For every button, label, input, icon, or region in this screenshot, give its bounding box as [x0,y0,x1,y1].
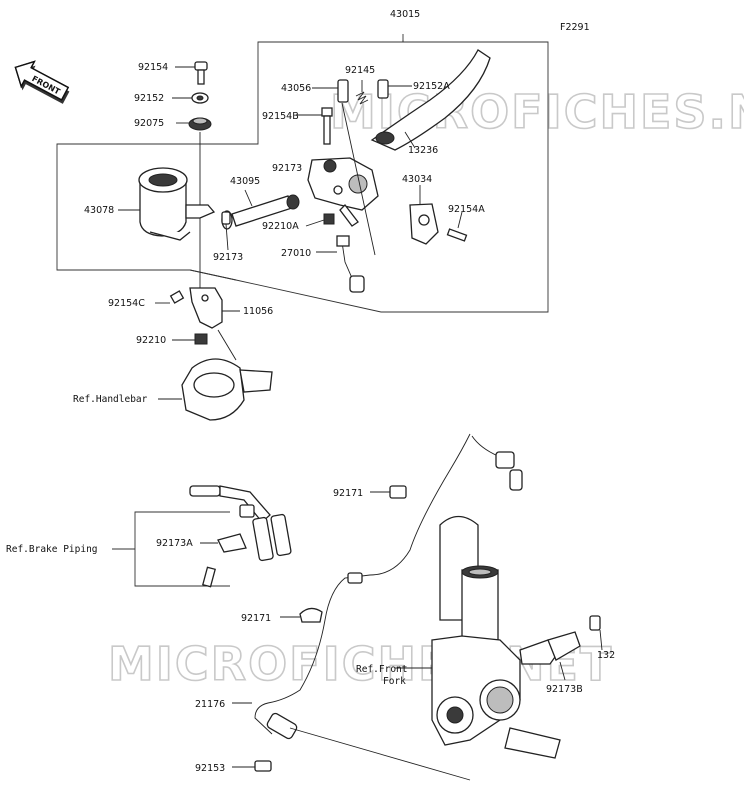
label-21176: 21176 [195,699,225,710]
bracket-11056 [189,287,240,329]
label-11056: 11056 [243,306,273,317]
label-43095: 43095 [230,176,260,187]
label-92210A: 92210A [262,221,299,232]
label-92154B: 92154B [262,111,299,122]
reservoir-43078 [118,167,216,241]
label-ref-handlebar: Ref.Handlebar [73,394,148,405]
bolt-92154C [155,290,185,304]
label-43015: 43015 [390,9,420,20]
nut-92210A [305,213,335,227]
holder-43034 [409,185,439,245]
label-92173-upper: 92173 [272,163,302,174]
lever-13236 [370,49,491,151]
label-92154: 92154 [138,62,168,73]
diagram-code: F2291 [560,22,590,33]
label-ref-brake-piping: Ref.Brake Piping [6,544,98,555]
grommet-92075 [176,117,212,131]
label-43078: 43078 [84,205,114,216]
label-92075: 92075 [134,118,164,129]
label-27010: 27010 [281,248,311,259]
master-cylinder-frame [56,34,549,313]
clamp-92173-upper [221,211,231,251]
handlebar-clamp [158,358,273,421]
label-92173A: 92173A [156,538,193,549]
front-arrow-icon: FRONT [14,60,70,104]
clip-92171-upper [370,485,407,499]
master-cylinder-43015 [307,157,379,227]
label-ref-front-fork-1: Ref.Front [356,664,407,675]
screw-92154 [175,61,208,85]
front-fork [395,515,561,759]
clip-92171-lower [280,607,323,623]
clamp-92173B [547,631,581,681]
pin-43056 [312,79,376,256]
bolt-92153 [232,760,272,772]
label-92152: 92152 [134,93,164,104]
switch-27010 [316,235,365,293]
abs-sensor-cable-21176 [232,433,523,740]
part-labels: 43015 92154 92152 92075 92145 43056 9215… [6,9,615,774]
label-92210: 92210 [136,335,166,346]
label-92171-upper: 92171 [333,488,363,499]
washer-92152 [172,92,209,104]
label-43034: 43034 [402,174,432,185]
label-132: 132 [597,650,615,661]
collar-92152A [377,79,412,99]
label-ref-front-fork-2: Fork [383,676,406,687]
nut-92210 [172,333,208,345]
label-92145: 92145 [345,65,375,76]
label-92154C: 92154C [108,298,145,309]
brake-pipe-parts [189,485,292,588]
spring-92145 [355,80,369,105]
brake-piping-bracket [112,511,230,587]
bolt-92154B [296,107,333,145]
label-43056: 43056 [281,83,311,94]
label-92154A: 92154A [448,204,485,215]
bolt-132 [589,615,603,651]
label-92171-lower: 92171 [241,613,271,624]
label-92173B: 92173B [546,684,583,695]
bolt-92154A [446,211,468,242]
label-13236: 13236 [408,145,438,156]
label-92152A: 92152A [413,81,450,92]
label-92173-lower: 92173 [213,252,243,263]
label-92153: 92153 [195,763,225,774]
